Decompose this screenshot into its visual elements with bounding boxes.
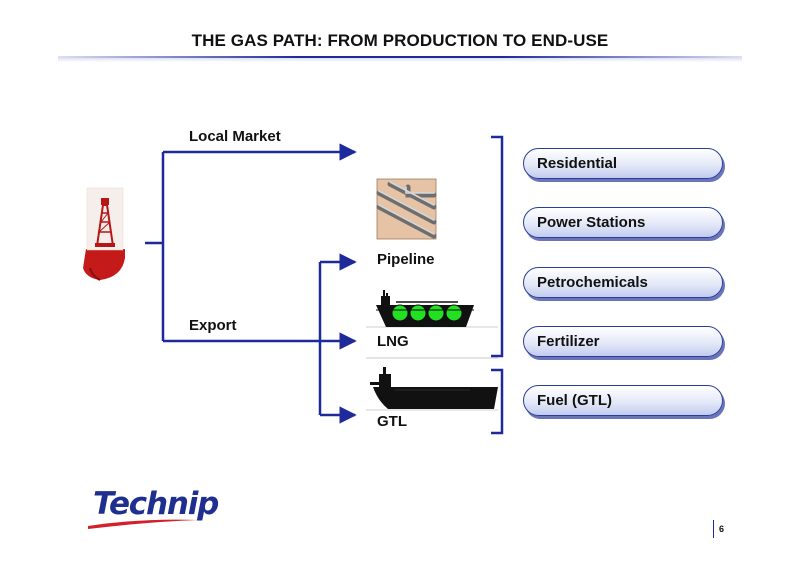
export-label: Export xyxy=(189,317,237,334)
end-use-fertilizer: Fertilizer xyxy=(523,326,723,357)
technip-logo: Technip xyxy=(93,486,219,522)
page-title: THE GAS PATH: FROM PRODUCTION TO END-USE xyxy=(191,31,609,50)
end-use-petrochemicals: Petrochemicals xyxy=(523,267,723,298)
flow-arrows xyxy=(145,143,357,424)
local-market-label: Local Market xyxy=(189,128,281,145)
gas-well-derrick-icon xyxy=(83,187,125,281)
lng-label: LNG xyxy=(377,333,409,350)
end-use-fuel-gtl: Fuel (GTL) xyxy=(523,385,723,416)
pipeline-icon xyxy=(376,178,437,240)
end-use-residential: Residential xyxy=(523,148,723,179)
gtl-label: GTL xyxy=(377,413,407,430)
title-rule xyxy=(58,56,742,58)
bracket-lower xyxy=(491,368,504,435)
page-number: 6 xyxy=(713,520,724,538)
tanker-ship-icon xyxy=(366,367,498,411)
logo-swoosh-icon xyxy=(88,519,198,529)
end-use-power-stations: Power Stations xyxy=(523,207,723,238)
pipeline-label: Pipeline xyxy=(377,251,435,268)
title-rule-shadow xyxy=(58,58,742,62)
brackets xyxy=(491,135,504,435)
lng-carrier-icon xyxy=(366,290,498,328)
bracket-upper xyxy=(491,135,504,358)
